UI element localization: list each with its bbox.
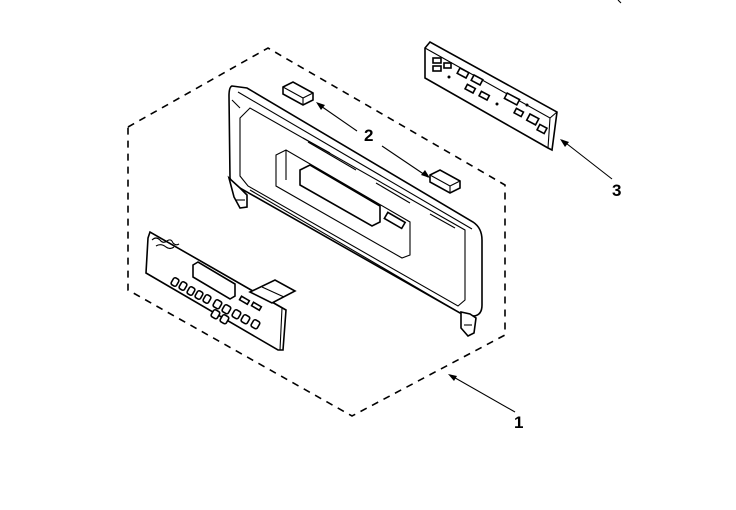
callout-2: 2 xyxy=(364,126,373,145)
electronic-control-board xyxy=(424,40,558,152)
assembly-boundary xyxy=(127,47,506,417)
keypad-overlay xyxy=(145,230,297,351)
leader-lines xyxy=(316,102,613,413)
corner-tick xyxy=(617,0,622,4)
callout-1: 1 xyxy=(514,413,523,432)
clip-upper xyxy=(282,81,314,106)
control-panel-console xyxy=(227,85,483,337)
callout-3: 3 xyxy=(612,181,621,200)
clip-lower xyxy=(429,169,461,194)
